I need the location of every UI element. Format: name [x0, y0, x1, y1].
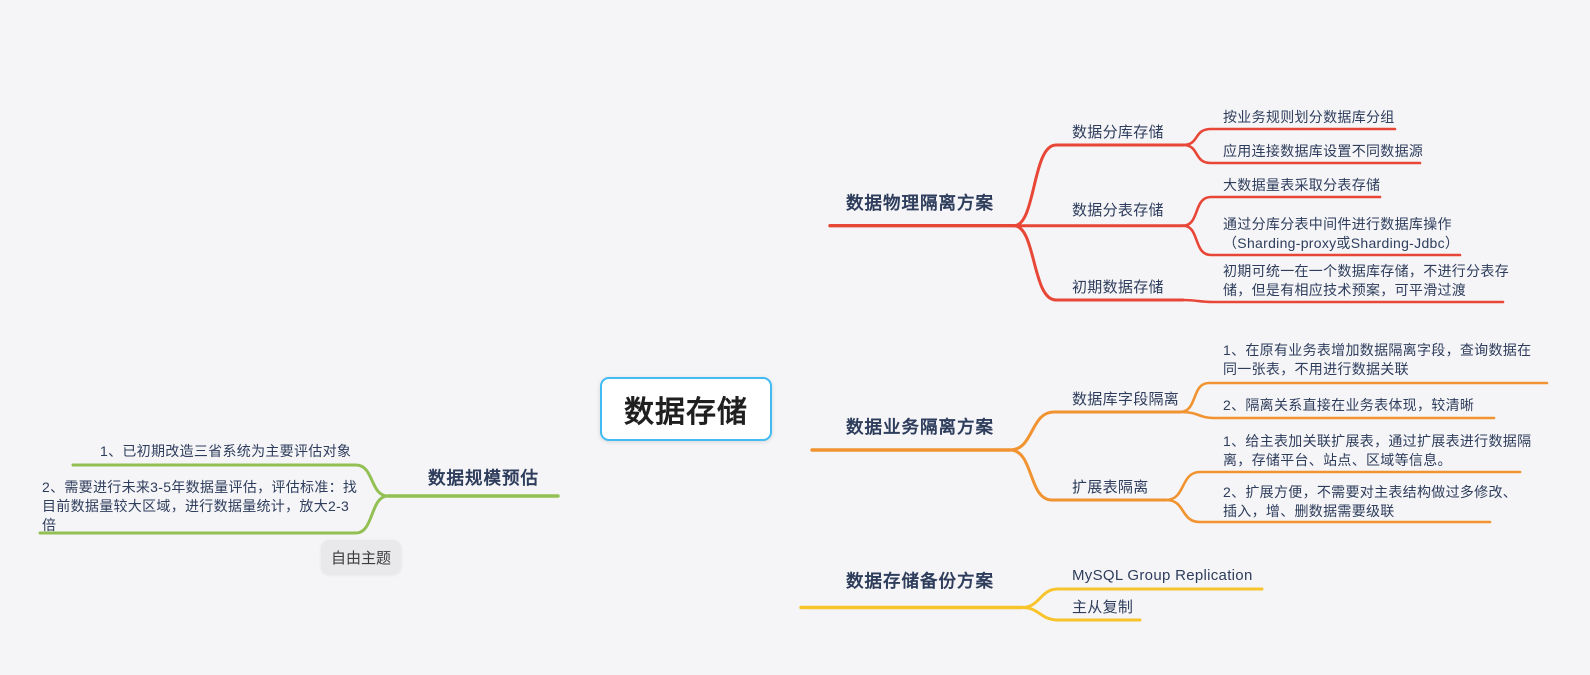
node-master-slave-replication[interactable]: 主从复制	[1072, 599, 1134, 616]
green-leaf-line-2	[38, 494, 390, 535]
central-topic[interactable]: 数据存储	[600, 377, 772, 441]
node-table-sharding-storage[interactable]: 数据分表存储	[1072, 202, 1164, 219]
leaf-big-table-sharding[interactable]: 大数据量表采取分表存储	[1223, 177, 1381, 193]
node-extension-table-isolation[interactable]: 扩展表隔离	[1072, 479, 1149, 496]
red-split-down	[1012, 224, 1185, 302]
leaf-db-group-rule[interactable]: 按业务规则划分数据库分组	[1223, 109, 1395, 125]
node-field-isolation[interactable]: 数据库字段隔离	[1072, 391, 1180, 408]
red-leaf-line-5	[1181, 298, 1505, 304]
orange-leaf-line-3	[1164, 470, 1522, 502]
leaf-three-province-systems[interactable]: 1、已初期改造三省系统为主要评估对象	[100, 443, 352, 459]
yellow-trunk-curve	[719, 442, 803, 609]
green-trunk-curve	[556, 442, 630, 498]
orange-trunk-curve	[772, 426, 815, 452]
leaf-extension-convenient[interactable]: 2、扩展方便，不需要对主表结构做过多修改、插入，增、删数据需要级联	[1223, 484, 1518, 519]
orange-leaf-line-2	[1178, 410, 1496, 420]
orange-split-down	[1008, 448, 1168, 502]
leaf-sharding-middleware[interactable]: 通过分库分表中间件进行数据库操作（Sharding-proxy或Sharding…	[1223, 216, 1460, 251]
leaf-initial-single-db[interactable]: 初期可统一在一个数据库存储，不进行分表存储，但是有相应技术预案，可平滑过渡	[1223, 263, 1509, 298]
orange-split-up	[1008, 410, 1182, 452]
red-leaf-line-2	[1181, 143, 1422, 165]
node-initial-data-storage[interactable]: 初期数据存储	[1072, 279, 1164, 296]
branch-physical-isolation-label[interactable]: 数据物理隔离方案	[846, 193, 994, 213]
branch-business-isolation-label[interactable]: 数据业务隔离方案	[846, 417, 994, 437]
red-leaf-line-3	[1181, 195, 1382, 227]
leaf-extension-table-link[interactable]: 1、给主表加关联扩展表，通过扩展表进行数据隔离，存储平台、站点、区域等信息。	[1223, 433, 1532, 468]
green-leaf-line-1	[71, 463, 390, 498]
free-topic[interactable]: 自由主题	[321, 540, 401, 574]
branch-backup-plan-label[interactable]: 数据存储备份方案	[846, 571, 994, 591]
leaf-isolation-in-table[interactable]: 2、隔离关系直接在业务表体现，较清晰	[1223, 397, 1475, 413]
red-leaf-line-4	[1181, 224, 1462, 257]
orange-leaf-line-4	[1164, 498, 1492, 524]
red-trunk-curve	[691, 224, 832, 379]
node-mysql-group-replication[interactable]: MySQL Group Replication	[1072, 567, 1253, 584]
leaf-datasource-config[interactable]: 应用连接数据库设置不同数据源	[1223, 143, 1424, 159]
red-split-up	[1012, 143, 1185, 228]
yellow-leaf-line-2	[1020, 606, 1142, 622]
leaf-isolation-field[interactable]: 1、在原有业务表增加数据隔离字段，查询数据在同一张表，不用进行数据关联	[1223, 342, 1532, 377]
leaf-future-data-estimate[interactable]: 2、需要进行未来3-5年数据量评估，评估标准：找目前数据量较大区域，进行数据量统…	[42, 479, 358, 533]
node-db-sharding-storage[interactable]: 数据分库存储	[1072, 124, 1164, 141]
yellow-leaf-line-1	[1020, 587, 1264, 609]
branch-scale-estimation-label[interactable]: 数据规模预估	[428, 468, 539, 488]
